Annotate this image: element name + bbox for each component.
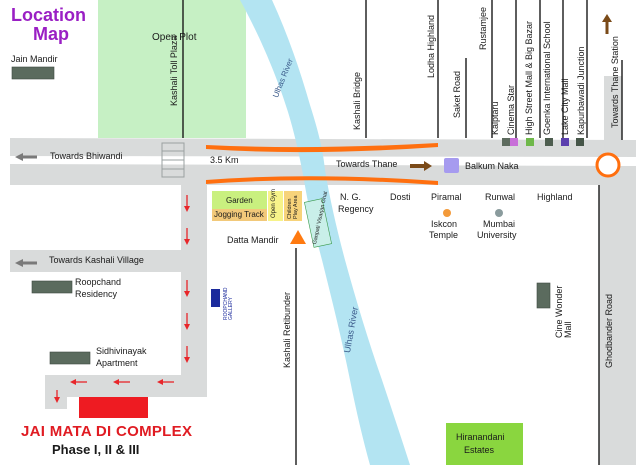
ghodbander-road-label: Ghodbander Road <box>604 293 614 368</box>
ghodbander-road-strip <box>599 185 636 465</box>
runwal-label: Runwal <box>485 192 516 202</box>
mumbai-univ-line2: University <box>477 230 517 240</box>
map-title-line2: Map <box>33 24 69 44</box>
roopchand-gallery-label: ROOPCHAND GALLERY <box>223 287 234 320</box>
roopchand-line2: Residency <box>75 289 118 299</box>
hiranandani-line1: Hiranandani <box>456 432 505 442</box>
datta-mandir-label: Datta Mandir <box>227 235 279 245</box>
jogging-track-box <box>212 209 267 221</box>
towards-thane-station-label: Towards Thane Station <box>610 36 620 128</box>
saket-road-label: Saket Road <box>452 70 462 118</box>
towards-bhiwandi-label: Towards Bhiwandi <box>50 151 123 161</box>
hiranandani-line2: Estates <box>464 445 495 455</box>
towards-thane-label: Towards Thane <box>336 159 398 169</box>
cine-wonder-label: Cine Wonder Mall <box>554 285 573 338</box>
service-road-stub <box>45 375 67 409</box>
open-plot-label: Open Plot <box>152 32 197 43</box>
iskcon-dot <box>443 209 451 217</box>
triangle-icon <box>290 230 306 244</box>
highland-label: Highland <box>537 192 573 202</box>
roopchand-gallery-block <box>211 289 220 307</box>
mumbai-univ-line1: Mumbai <box>483 219 516 229</box>
thane-station-road <box>604 76 622 140</box>
legend-square-5 <box>561 138 569 146</box>
legend-goenka: Goenka International School <box>542 21 552 135</box>
kashali-bridge-label: Kashali Bridge <box>352 71 362 130</box>
balkum-naka-square <box>444 158 459 173</box>
hiranandani-block <box>446 423 523 465</box>
service-road-bottom <box>45 375 207 397</box>
dosti-label: Dosti <box>390 192 411 202</box>
legend-high-street: High Street Mall & Big Bazar <box>524 20 534 135</box>
project-phase: Phase I, II & III <box>52 442 140 457</box>
kashali-toll-label: Kashali Toll Plaza <box>169 35 179 106</box>
legend-square-1 <box>502 138 510 146</box>
legend-square-2 <box>510 138 518 146</box>
arrow-left-icon <box>15 153 37 267</box>
jogging-label: Jogging Track <box>214 210 264 219</box>
jai-mata-di-block <box>79 397 148 418</box>
sidhivinayak-line1: Sidhivinayak <box>96 346 147 356</box>
piramal-label: Piramal <box>431 192 462 202</box>
rustamjee-label: Rustamjee <box>478 6 488 50</box>
jain-mandir-label: Jain Mandir <box>11 54 58 64</box>
iskcon-line1: Iskcon <box>431 219 458 229</box>
service-road-vertical <box>181 185 207 387</box>
distance-label: 3.5 Km <box>210 155 239 165</box>
arrow-up-icon <box>602 14 612 34</box>
project-name: JAI MATA DI COMPLEX <box>21 423 193 440</box>
legend-kalpataru: Kalptaru <box>490 101 500 135</box>
sidhivinayak-line2: Apartment <box>96 358 138 368</box>
ng-regency-line2: Regency <box>338 204 374 214</box>
bridge-lower <box>206 176 438 185</box>
garden-label: Garden <box>226 196 253 205</box>
legend-square-4 <box>545 138 553 146</box>
children-play-box <box>284 191 302 221</box>
towards-kashali-village-label: Towards Kashali Village <box>49 255 144 265</box>
children-play-label: Children Play Area <box>287 195 299 219</box>
lodha-highland-label: Lodha Highland <box>426 14 436 78</box>
iskcon-line2: Temple <box>429 230 459 240</box>
mumbai-univ-dot <box>495 209 503 217</box>
jain-mandir-building <box>11 66 55 80</box>
route-arrows <box>54 195 190 403</box>
kashali-retibunder-label: Kashali Retibunder <box>282 291 292 368</box>
bridge-upper <box>206 143 438 153</box>
roopchand-building <box>31 280 73 294</box>
road-lines <box>182 0 623 465</box>
legend-square-3 <box>526 138 534 146</box>
roopchand-line1: Roopchand <box>75 277 122 287</box>
garden-box <box>212 191 267 209</box>
legend-square-6 <box>576 138 584 146</box>
legend-lake-city: Lake City Mall <box>560 78 570 135</box>
cine-wonder-building <box>536 282 551 309</box>
open-gym-box <box>268 191 283 221</box>
open-plot-area <box>98 0 246 138</box>
sidhivinayak-building <box>49 351 91 365</box>
balkum-naka-label: Balkum Naka <box>465 161 519 171</box>
open-gym-label: Open Gym <box>271 188 277 218</box>
legend-cinema-star: Cinema Star <box>506 84 516 135</box>
legend-kapurbawadi: Kapurbawadi Junction <box>576 46 586 135</box>
ng-regency-line1: N. G. <box>340 192 362 202</box>
map-title-line1: Location <box>11 5 86 25</box>
arrow-right-icon <box>410 161 432 171</box>
roundabout-icon <box>595 152 621 178</box>
ganpati-ghat-box <box>304 198 332 248</box>
kashali-village-road <box>10 250 205 272</box>
